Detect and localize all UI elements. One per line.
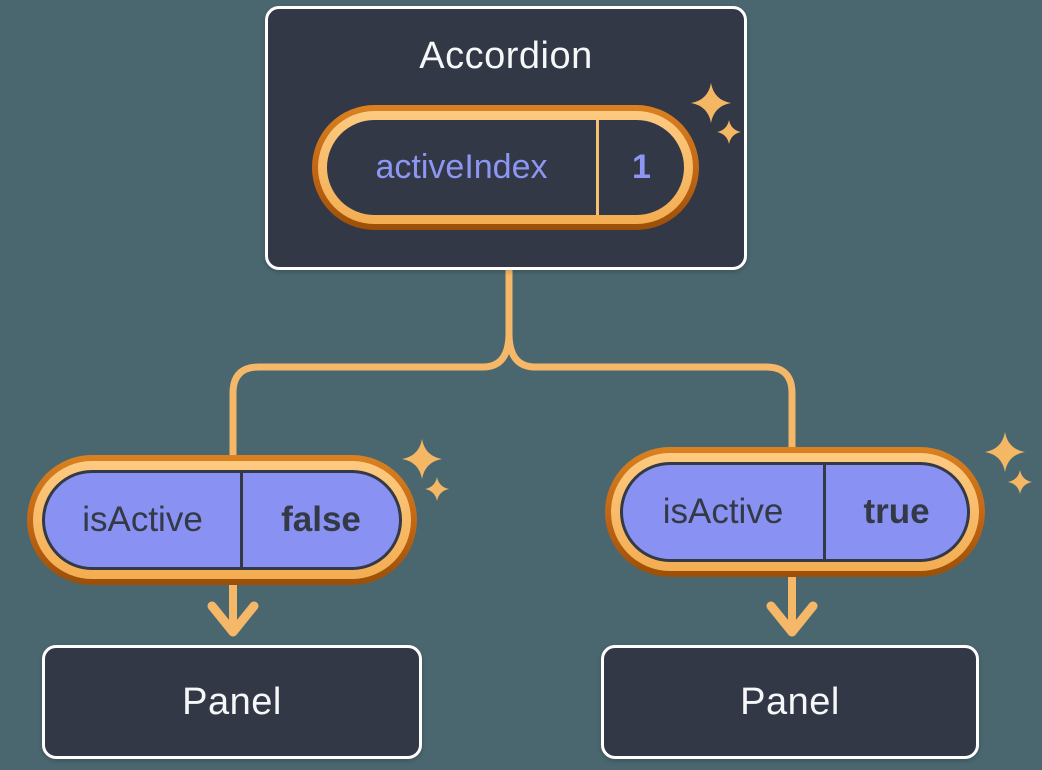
connector-branch-left bbox=[229, 329, 513, 466]
prop-pill-left-value: false bbox=[240, 473, 399, 567]
panel-component-box-right: Panel bbox=[601, 645, 979, 759]
state-pill-label: activeIndex bbox=[375, 148, 548, 186]
connector-branch-right bbox=[505, 329, 796, 458]
prop-pill-right-value: true bbox=[823, 465, 967, 559]
sparkle-icon bbox=[985, 432, 1032, 494]
prop-pill-left-label: isActive bbox=[82, 500, 203, 539]
prop-pill-right-label: isActive bbox=[662, 492, 784, 531]
accordion-title: Accordion bbox=[419, 35, 593, 77]
arrow-head-left bbox=[207, 601, 259, 637]
prop-pill-left: isActive false bbox=[42, 470, 402, 570]
panel-component-box-left: Panel bbox=[42, 645, 422, 759]
prop-pill-right: isActive true bbox=[620, 462, 970, 562]
arrow-head-right bbox=[766, 601, 818, 637]
state-pill-highlight-ring: activeIndex 1 bbox=[312, 105, 699, 230]
state-pill: activeIndex 1 bbox=[327, 120, 684, 215]
state-pill-value: 1 bbox=[596, 120, 684, 215]
prop-pill-right-highlight-ring: isActive true bbox=[605, 447, 985, 577]
prop-pill-left-highlight-ring: isActive false bbox=[27, 455, 417, 585]
panel-right-title: Panel bbox=[740, 680, 840, 723]
panel-left-title: Panel bbox=[182, 680, 282, 723]
